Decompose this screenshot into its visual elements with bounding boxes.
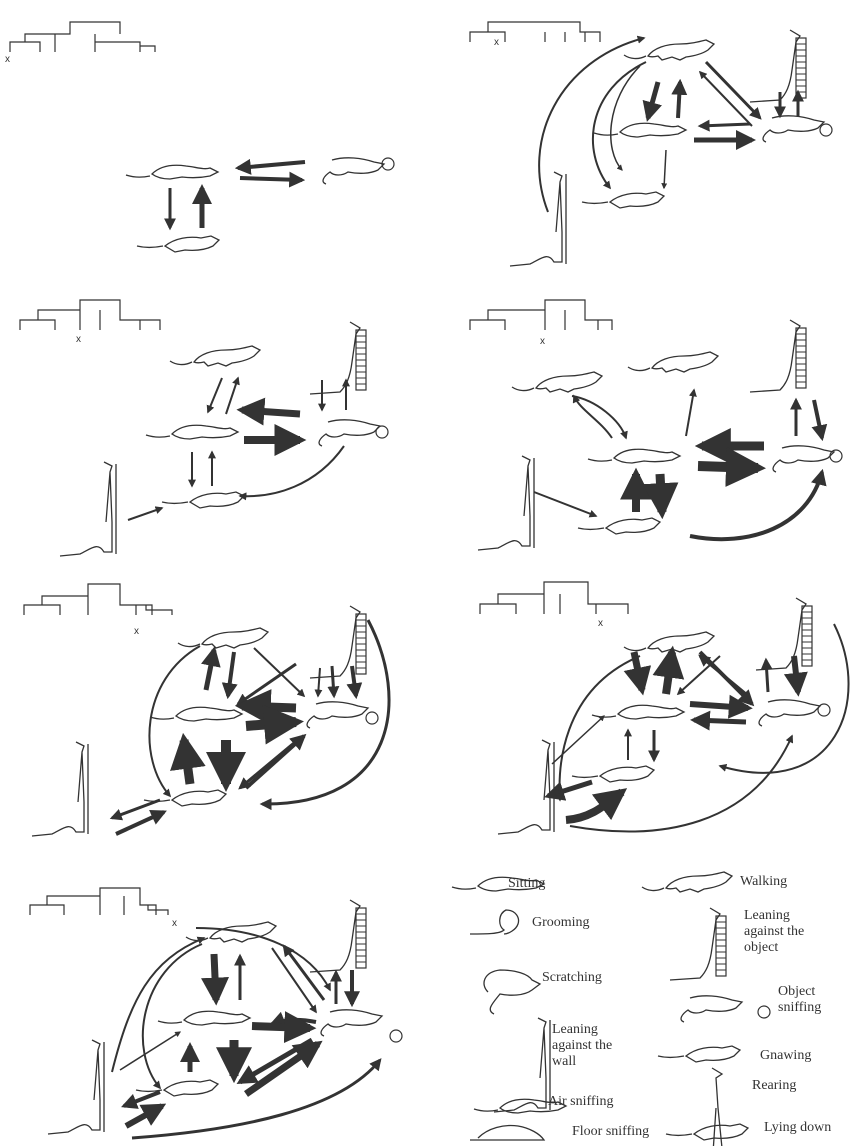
walking-rat (624, 40, 714, 60)
legend-label-sitting: Sitting (508, 876, 545, 892)
floor-sniffing-icon (470, 1126, 544, 1141)
x-mark: x (172, 918, 177, 929)
leaning-object-rat (756, 598, 812, 670)
gnawing-rat (136, 1080, 218, 1096)
leaning-wall-icon (494, 1018, 550, 1112)
panel-2: x (470, 22, 832, 266)
x-mark: x (5, 54, 10, 65)
dendrogram (24, 584, 172, 615)
rearing-rat (60, 462, 116, 556)
grooming-icon (470, 910, 519, 934)
walking-rat (624, 632, 714, 652)
panel-5: x (24, 584, 389, 836)
floor-sniffing-rat (158, 1011, 250, 1025)
panel-7: x (30, 888, 402, 1138)
legend-label-lying-down: Lying down (764, 1120, 831, 1136)
rearing-rat (478, 456, 534, 550)
object-sniffing-rat (759, 700, 820, 726)
x-mark: x (134, 626, 139, 637)
floor-sniffing-rat (592, 705, 684, 719)
legend-label-walking: Walking (740, 874, 787, 890)
panel-1: x (5, 22, 394, 252)
leaning-object-rat (310, 900, 366, 972)
scratching-icon (484, 970, 540, 1014)
walking-rat (170, 346, 260, 366)
panel-4: x (470, 300, 842, 550)
dendrogram (10, 22, 155, 52)
legend-label-floor-sniffing: Floor sniffing (572, 1124, 649, 1140)
leaning-object-rat (750, 30, 806, 102)
dendrogram (20, 300, 160, 330)
gnawing-rat (582, 192, 664, 208)
leaning-object-rat (310, 322, 366, 394)
dendrogram (470, 300, 612, 330)
gnawing-rat (572, 766, 654, 782)
floor-sniffing-rat (588, 449, 680, 463)
scratching-rat (512, 372, 602, 392)
gnawing-rat (137, 236, 219, 252)
gnawing-rat (144, 790, 226, 806)
lying-down-icon (666, 1124, 748, 1140)
x-mark: x (494, 37, 499, 48)
leaning-object-rat (750, 320, 806, 392)
object-sniffing-rat (763, 116, 824, 142)
dendrogram (480, 582, 628, 614)
legend-label-rearing: Rearing (752, 1078, 796, 1094)
object-sniffing-rat (773, 446, 834, 472)
object-sniffing-rat (319, 420, 380, 446)
legend-label-leaning-object: Leaning against the object (744, 908, 804, 956)
floor-sniffing-rat (594, 123, 686, 137)
rearing-rat (32, 742, 88, 836)
legend-label-grooming: Grooming (532, 915, 590, 931)
object-sniffing-rat (323, 158, 384, 184)
x-mark: x (76, 334, 81, 345)
leaning-object-icon (670, 908, 726, 980)
legend-label-leaning-wall: Leaning against the wall (552, 1022, 612, 1070)
object-sniffing-rat (307, 702, 368, 728)
legend-label-scratching: Scratching (542, 970, 602, 986)
walking-rat (628, 352, 718, 372)
object-sniffing-icon (681, 996, 742, 1022)
gnawing-icon (658, 1046, 740, 1062)
gnawing-rat (162, 492, 244, 508)
dendrogram (30, 888, 168, 915)
legend-label-object-sniffing: Object sniffing (778, 984, 821, 1016)
rearing-rat (48, 1040, 104, 1134)
rearing-rat (510, 172, 566, 266)
leaning-object-rat (310, 606, 366, 678)
floor-sniffing-rat (146, 425, 238, 439)
floor-sniffing-rat (150, 707, 242, 721)
x-mark: x (540, 336, 545, 347)
gnawing-rat (578, 518, 660, 534)
panel-3: x (20, 300, 388, 556)
dendrogram (470, 22, 600, 42)
rearing-rat (498, 740, 554, 834)
walking-icon (642, 872, 732, 892)
x-mark: x (598, 618, 603, 629)
legend-label-air-sniffing: Air sniffing (548, 1094, 613, 1110)
walking-rat (178, 628, 268, 648)
object-sniffing-rat (321, 1010, 382, 1036)
legend-label-gnawing: Gnawing (760, 1048, 811, 1064)
panel-6: x (480, 582, 849, 834)
rearing-icon (672, 1068, 724, 1146)
sitting-rat (126, 165, 218, 179)
